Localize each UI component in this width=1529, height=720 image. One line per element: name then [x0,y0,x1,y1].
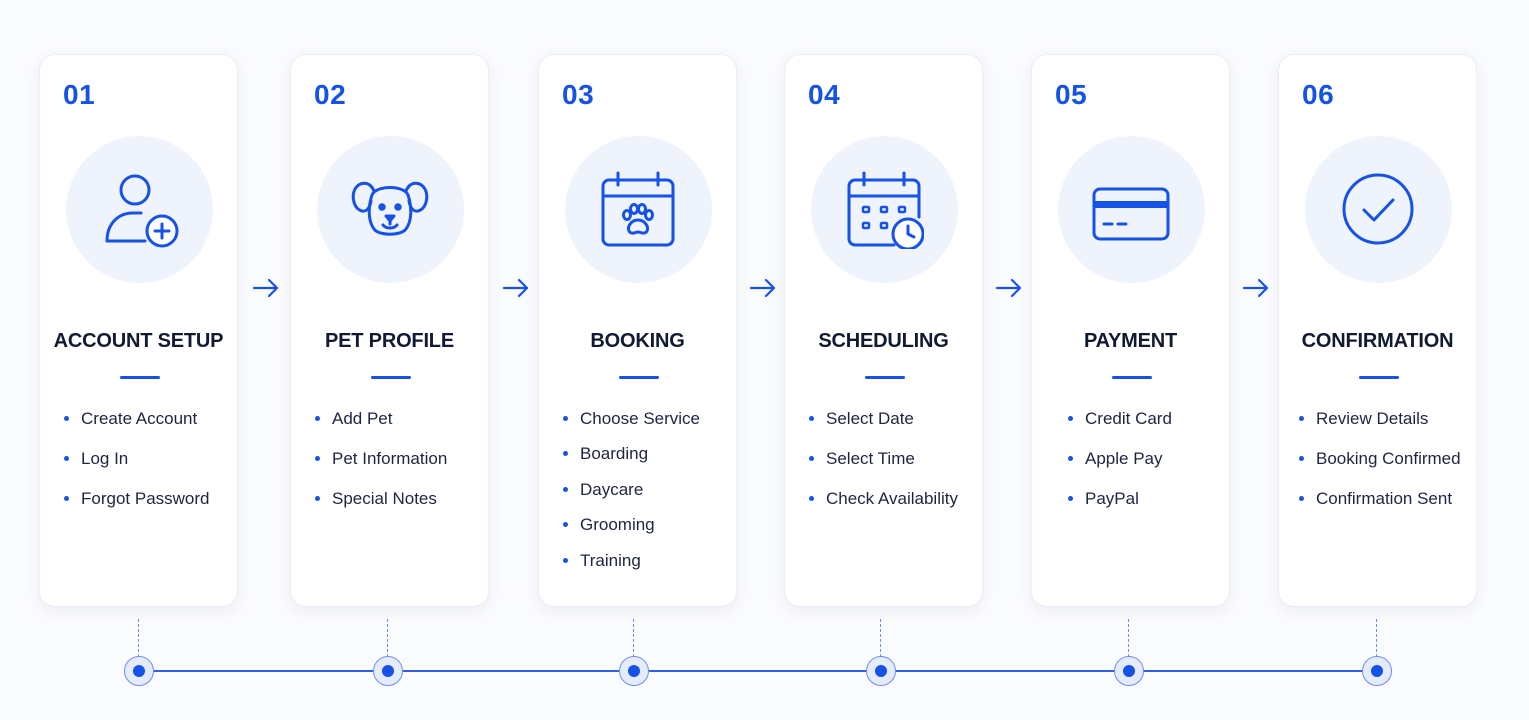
step-items: Add Pet Pet Information Special Notes [313,407,447,527]
timeline-node [373,656,403,686]
arrow-right-icon [502,278,529,298]
list-item: Daycare [561,478,700,513]
list-item: Pet Information [313,447,447,487]
title-underline [1359,376,1399,379]
list-item: Boarding [561,442,700,477]
list-item: Create Account [62,407,210,447]
step-number: 04 [808,79,841,110]
step-card-account-setup: 01 ACCOUNT SETUP Create Account Log In F… [39,54,238,607]
title-underline [120,376,160,379]
title-underline [865,376,905,379]
step-items: Create Account Log In Forgot Password [62,407,210,527]
step-number: 02 [314,79,347,110]
list-item: Log In [62,447,210,487]
calendar-clock-icon [847,171,924,249]
dog-icon [351,181,429,236]
step-items: Credit Card Apple Pay PayPal [1066,407,1172,527]
icon-badge [317,136,464,283]
step-title: SCHEDULING [818,330,949,352]
step-items: Choose Service Boarding Daycare Grooming… [561,407,700,584]
icon-badge [811,136,958,283]
step-title: CONFIRMATION [1301,330,1454,352]
step-number: 05 [1055,79,1088,110]
icon-badge [565,136,712,283]
list-item: Add Pet [313,407,447,447]
arrow-right-icon [252,278,279,298]
user-add-icon [105,174,179,248]
step-card-confirmation: 06 CONFIRMATION Review Details Booking C… [1278,54,1477,607]
list-item: Review Details [1297,407,1461,447]
step-card-scheduling: 04 SCHEDULING Select Date Select Time Ch… [784,54,983,607]
icon-badge [1058,136,1205,283]
icon-badge [66,136,213,283]
timeline-connector [633,619,634,657]
timeline-connector [1376,619,1377,657]
arrow-right-icon [1242,278,1269,298]
list-item: Booking Confirmed [1297,447,1461,487]
timeline-connector [880,619,881,657]
step-card-booking: 03 BOOKING Choose Service Boarding Dayca… [538,54,737,607]
list-item: Select Date [807,407,958,447]
step-title: PET PROFILE [325,330,454,352]
list-item: Confirmation Sent [1297,487,1461,527]
timeline-node [1362,656,1392,686]
list-item: Forgot Password [62,487,210,527]
list-item: PayPal [1066,487,1172,527]
step-card-payment: 05 PAYMENT Credit Card Apple Pay PayPal [1031,54,1230,607]
step-items: Review Details Booking Confirmed Confirm… [1297,407,1461,527]
timeline-connector [387,619,388,657]
step-title: BOOKING [590,330,685,352]
timeline-node [866,656,896,686]
title-underline [371,376,411,379]
step-items: Select Date Select Time Check Availabili… [807,407,958,527]
list-item: Check Availability [807,487,958,527]
credit-card-icon [1092,187,1170,241]
check-circle-icon [1342,173,1414,245]
list-item: Special Notes [313,487,447,527]
list-item: Choose Service [561,407,700,442]
timeline-node [124,656,154,686]
title-underline [619,376,659,379]
step-number: 06 [1302,79,1335,110]
list-item: Credit Card [1066,407,1172,447]
title-underline [1112,376,1152,379]
list-item: Select Time [807,447,958,487]
timeline-connector [1128,619,1129,657]
step-number: 03 [562,79,595,110]
step-title: ACCOUNT SETUP [53,330,224,352]
step-title: PAYMENT [1083,330,1178,352]
timeline-node [619,656,649,686]
calendar-paw-icon [601,171,675,247]
timeline-node [1114,656,1144,686]
step-number: 01 [63,79,96,110]
step-card-pet-profile: 02 PET PROFILE Add Pet Pet Information S… [290,54,489,607]
list-item: Training [561,549,700,584]
arrow-right-icon [995,278,1022,298]
list-item: Grooming [561,513,700,548]
list-item: Apple Pay [1066,447,1172,487]
timeline-line [139,670,1377,672]
icon-badge [1305,136,1452,283]
timeline-connector [138,619,139,657]
arrow-right-icon [749,278,776,298]
